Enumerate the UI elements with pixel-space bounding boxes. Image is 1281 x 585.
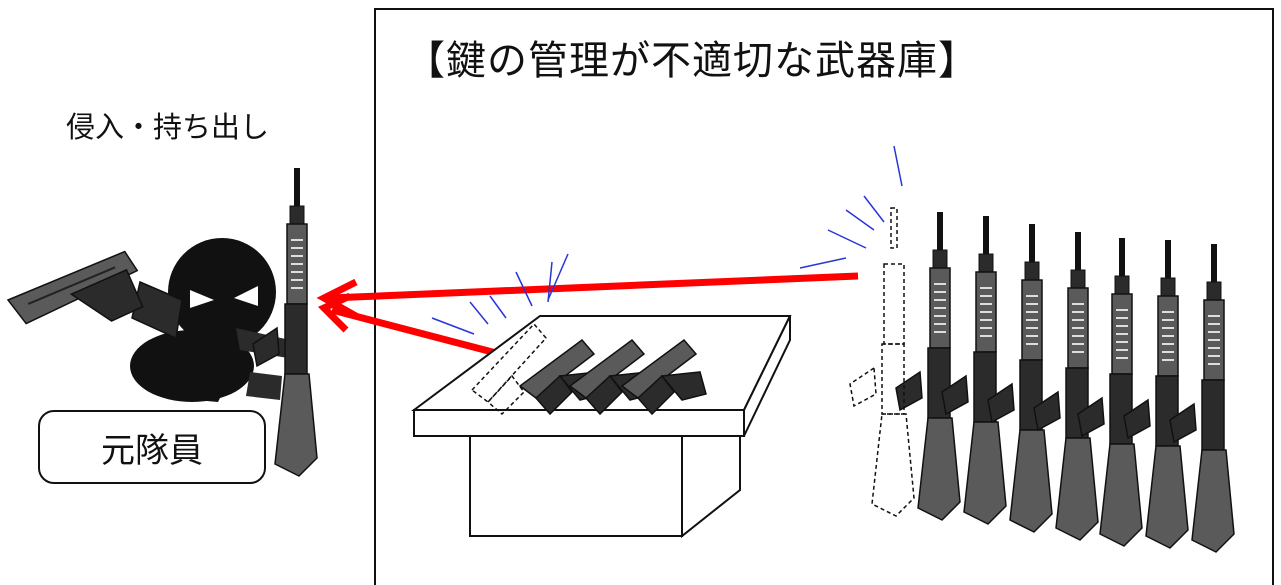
intrusion-label: 侵入・持ち出し bbox=[66, 110, 270, 144]
rifle-rack bbox=[849, 207, 1235, 553]
pistol-table bbox=[410, 315, 792, 539]
diagram-title: 【鍵の管理が不適切な武器庫】 bbox=[405, 38, 979, 84]
former-member-badge: 元隊員 bbox=[38, 410, 266, 484]
missing-rifle-outline bbox=[849, 207, 915, 517]
motion-lines-table bbox=[431, 253, 569, 335]
former-member-label: 元隊員 bbox=[101, 430, 203, 471]
arrows bbox=[316, 272, 859, 358]
rifle-icon bbox=[895, 211, 961, 521]
motion-lines-rack bbox=[799, 145, 903, 269]
rifle-arrow bbox=[329, 272, 859, 302]
masked-intruder-icon bbox=[168, 238, 276, 346]
stolen-pistol bbox=[6, 250, 144, 325]
pistol-arrow bbox=[331, 306, 501, 358]
missing-pistol-outline bbox=[470, 322, 547, 416]
intruder-body bbox=[130, 330, 254, 402]
intruder-figure bbox=[130, 238, 290, 402]
